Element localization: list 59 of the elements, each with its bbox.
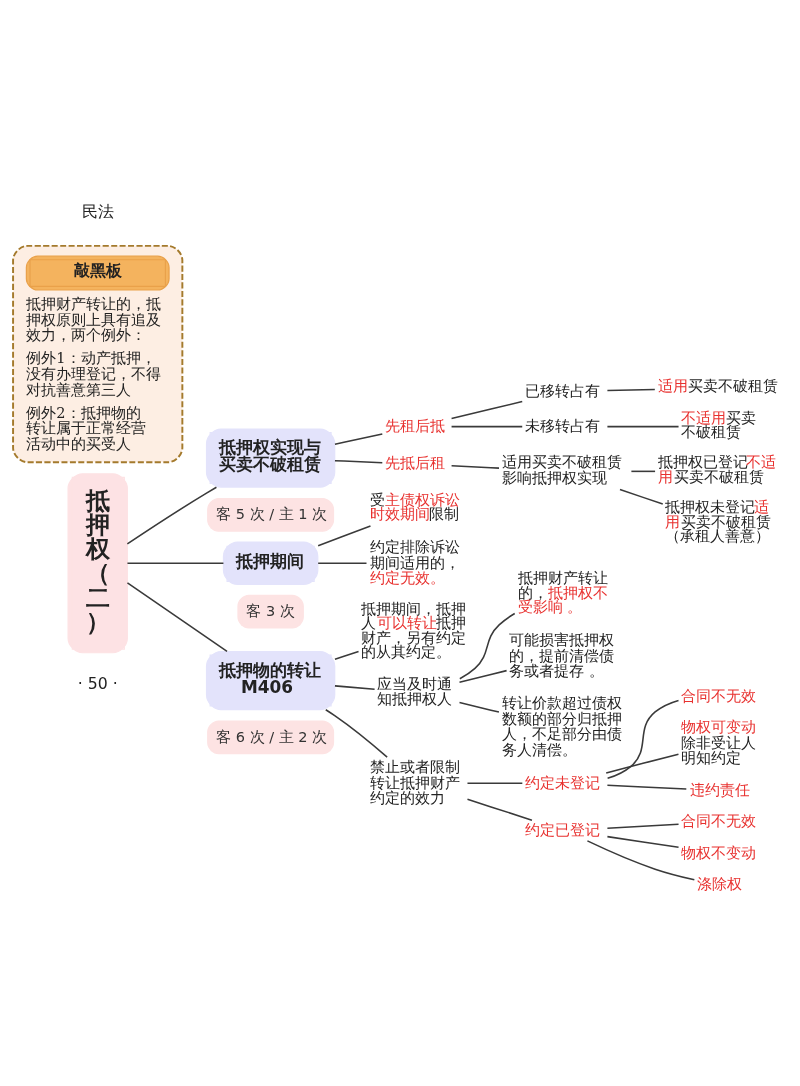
connector — [334, 459, 384, 464]
connector — [605, 753, 680, 774]
connector — [606, 835, 680, 849]
node-text: 合同不无效 — [681, 687, 757, 704]
node-label: 客 5 次 / 主 1 次 — [216, 506, 328, 523]
label: 民法 — [81, 201, 114, 221]
connector — [324, 708, 388, 758]
node-text: 先租后抵 — [385, 417, 446, 434]
connector — [317, 562, 368, 565]
node-text: 抵押权未登记适用买卖不破租赁（承租人善意） — [665, 498, 772, 544]
node-text: 抵押财产转让的，抵押权不受影响 。 — [517, 570, 609, 616]
connector — [450, 400, 523, 420]
node-text: 可能损害抵押权的，提前清偿债务或者提存 。 — [509, 631, 615, 680]
label: · 50 · — [77, 674, 118, 694]
connector — [606, 784, 688, 790]
connector — [606, 425, 680, 428]
node-text: 已移转占有 — [525, 382, 601, 399]
connector — [586, 840, 696, 881]
connector — [466, 782, 524, 785]
connector — [458, 701, 500, 713]
connector — [619, 488, 664, 505]
node-label: 客 3 次 — [246, 602, 295, 619]
node-text: 不适用买卖不破租赁 — [681, 409, 756, 441]
node-text: 约定已登记 — [525, 821, 601, 838]
node-text: 适用买卖不破租赁影响抵押权实现 — [502, 454, 623, 486]
node-text: 先抵后租 — [385, 455, 446, 472]
node-text: 物权不变动 — [681, 844, 757, 861]
node-text: 违约责任 — [689, 781, 750, 798]
node-text: 合同不无效 — [681, 813, 757, 830]
node-text: 涤除权 — [696, 876, 742, 893]
node-text: 物权可变动 除非受让人明知约定 — [681, 719, 757, 767]
connector — [466, 798, 533, 821]
node-text: 适用买卖不破租赁 — [658, 378, 779, 395]
connector — [334, 650, 360, 661]
connector — [126, 562, 225, 565]
connector — [317, 525, 372, 547]
node-text: 未移转占有 — [525, 417, 601, 434]
connector — [458, 669, 508, 684]
node-text: 禁止或者限制转让抵押财产约定的效力 — [369, 758, 460, 807]
node-text: 应当及时通知抵押权人 — [377, 675, 453, 708]
node-text: 受主债权诉讼时效期间限制 — [369, 491, 461, 523]
connector — [606, 388, 656, 392]
node-label: 客 6 次 / 主 2 次 — [216, 728, 328, 745]
node-text: 转让价款超过债权数额的部分归抵押人，不足部分由债务人清偿。 — [502, 694, 623, 759]
node-text: 约定排除诉讼期间适用的，约定无效。 — [369, 538, 460, 587]
connector — [334, 433, 384, 446]
connector — [450, 425, 523, 428]
node-text: 抵押权已登记不适用买卖不破租赁 — [658, 454, 777, 485]
connector — [630, 470, 656, 473]
connector — [126, 486, 218, 545]
connector — [450, 465, 500, 469]
connector — [459, 612, 516, 680]
connector — [334, 685, 376, 690]
node-text: 约定未登记 — [525, 774, 601, 791]
connector — [606, 699, 680, 780]
node-box: 敲黑板 抵押财产转让的，抵押权原则上具有追及效力，两个例外： 例外1：动产抵押，没有办理登记，不得对抗善意第三人 例外2：抵押物的转让属于正常经营活动中的买受人 — [12, 244, 184, 464]
connector — [126, 582, 228, 653]
connector — [606, 823, 680, 829]
node-text: 抵押期间，抵押人可以转让抵押财产，另有约定的从其约定。 — [361, 600, 467, 661]
